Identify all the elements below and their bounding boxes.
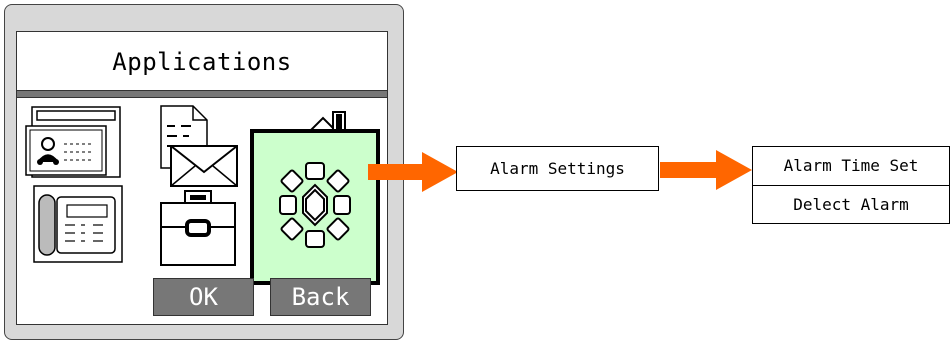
- phone-device: Applications: [4, 4, 404, 340]
- screen-title: Applications: [112, 48, 292, 76]
- home-icon: [305, 110, 349, 132]
- contact-card-icon[interactable]: [24, 106, 122, 178]
- menu-item-alarm-time-set[interactable]: Alarm Time Set: [783, 156, 919, 175]
- phone-screen: Applications: [16, 31, 388, 325]
- alarm-submenu: Alarm Time Set Delect Alarm: [752, 146, 950, 224]
- toolbox-icon[interactable]: [157, 189, 239, 269]
- back-button[interactable]: Back: [270, 278, 371, 316]
- alarm-settings-box[interactable]: Alarm Settings: [456, 146, 659, 191]
- menu-item-delect-alarm[interactable]: Delect Alarm: [753, 185, 949, 224]
- flow-arrow-1: [368, 152, 458, 192]
- flow-arrow-2: [660, 150, 752, 190]
- settings-app-tile-selected[interactable]: [250, 129, 380, 285]
- message-envelope-icon[interactable]: [157, 104, 243, 192]
- ok-button[interactable]: OK: [153, 278, 254, 316]
- desk-phone-icon[interactable]: [33, 185, 123, 263]
- title-divider: [17, 90, 387, 98]
- settings-gear-icon: [279, 162, 351, 248]
